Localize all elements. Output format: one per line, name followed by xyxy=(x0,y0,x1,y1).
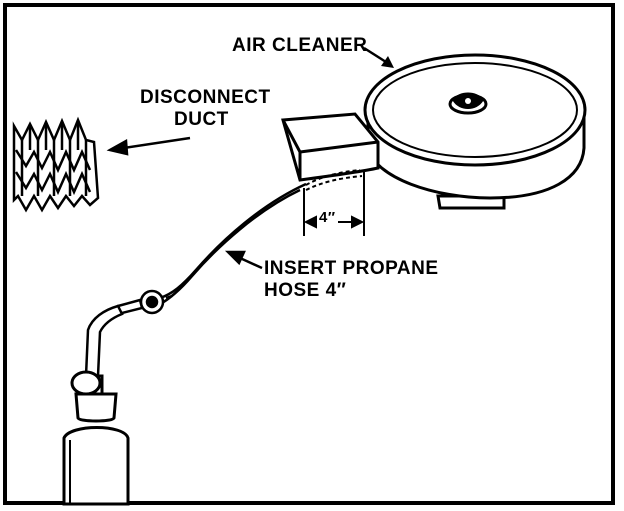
insert-hose-label-line1: INSERT PROPANE xyxy=(264,258,439,279)
air-cleaner-label: AIR CLEANER xyxy=(232,35,368,56)
dimension-label: 4″ xyxy=(317,209,338,226)
disconnect-arrow xyxy=(106,136,191,156)
disconnected-duct xyxy=(12,116,100,213)
figure-border xyxy=(3,3,615,505)
insert-arrow xyxy=(224,250,263,270)
intake-snorkel xyxy=(281,112,380,191)
disconnect-duct-label-line2: DUCT xyxy=(174,109,229,130)
disconnect-duct-label-line1: DISCONNECT xyxy=(140,87,271,108)
insert-hose-label-line2: HOSE 4″ xyxy=(264,280,347,301)
propane-cylinder xyxy=(62,370,130,506)
air-cleaner xyxy=(363,53,587,210)
dimension-marks xyxy=(303,172,365,236)
